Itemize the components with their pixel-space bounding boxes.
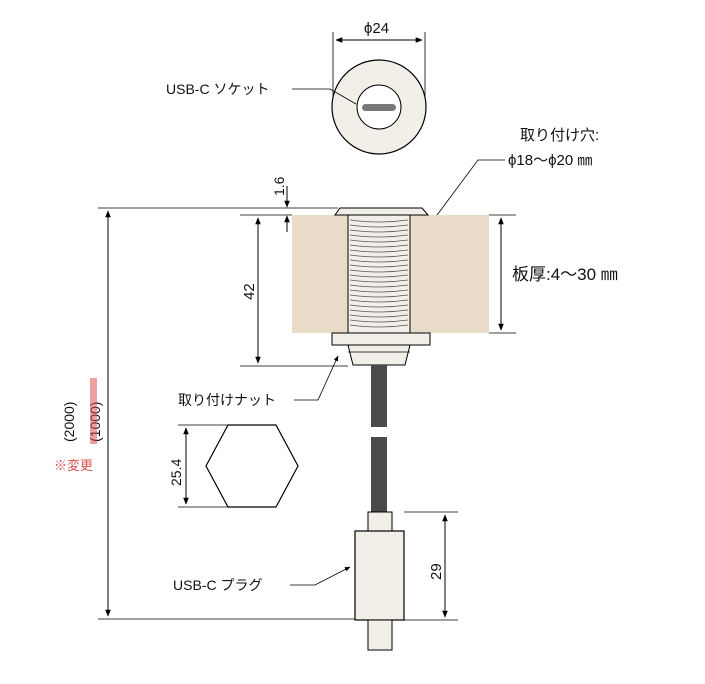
mounting-nut <box>331 332 431 346</box>
panel-section <box>292 207 489 366</box>
thread-ridge <box>349 259 409 263</box>
diameter-24-label: ϕ24 <box>364 20 389 37</box>
thread-ridge <box>349 314 409 318</box>
plug-strain-relief <box>367 511 393 533</box>
mount-hole-title: 取り付け穴: <box>520 127 599 144</box>
mount-hole-note: 取り付け穴: ϕ18〜ϕ20 ㎜ <box>413 127 599 247</box>
thread-ridge <box>349 229 409 233</box>
thread-ridge <box>349 269 409 273</box>
thread-ridge <box>349 249 409 253</box>
cable-lower <box>371 437 387 513</box>
threaded-barrel <box>347 214 411 334</box>
mount-hole-range: ϕ18〜ϕ20 ㎜ <box>508 152 592 169</box>
board-thickness-label: 板厚:4〜30 ㎜ <box>512 265 618 284</box>
thread-ridge <box>349 304 409 308</box>
plug-leader-line <box>290 566 351 586</box>
hex-size-label: 25.4 <box>168 459 184 486</box>
total-length-old: (2000) <box>61 402 77 442</box>
thread-ridge <box>349 264 409 268</box>
cable-upper <box>371 365 387 427</box>
plug-length-label: 29 <box>428 563 445 580</box>
total-length-dimension: (2000) (1000) ※変更 <box>54 210 355 620</box>
plug-connector-tip <box>367 619 393 651</box>
thread-ridge <box>349 289 409 293</box>
thread-ridge <box>349 224 409 228</box>
thread-ridge <box>349 319 409 323</box>
thread-ridge <box>349 244 409 248</box>
socket-leader-line <box>292 88 357 105</box>
thread-length-dimension: 42 <box>240 217 348 367</box>
cable <box>371 365 387 513</box>
nut-label: 取り付けナット <box>178 392 276 408</box>
board-thickness-dimension: 板厚:4〜30 ㎜ <box>489 214 618 334</box>
hex-nut-outline <box>205 424 299 508</box>
change-highlight-mark <box>90 378 97 444</box>
thread-ridge <box>349 284 409 288</box>
plug-label: USB-C プラグ <box>173 577 262 593</box>
thread-ridge <box>349 299 409 303</box>
usb-c-socket-label: USB-C ソケット <box>166 81 269 97</box>
thread-ridge <box>349 324 409 328</box>
thread-ridge <box>349 254 409 258</box>
usb-c-port <box>362 104 396 111</box>
thread-length-label: 42 <box>241 283 258 300</box>
hex-nut-view: 25.4 <box>168 424 299 508</box>
thread-ridge <box>349 239 409 243</box>
nut-lower-body <box>347 344 411 366</box>
nut-leader-line <box>294 355 339 401</box>
usb-c-plug <box>354 511 405 651</box>
change-note: ※変更 <box>54 458 93 473</box>
thread-ridge <box>349 219 409 223</box>
thread-ridge <box>349 279 409 283</box>
plug-housing <box>354 530 405 621</box>
thread-ridge <box>349 309 409 313</box>
plug-length-dimension: 29 <box>404 511 458 621</box>
top-view: ϕ24 USB-C ソケット <box>166 20 427 155</box>
flange-thickness-dimension: 1.6 <box>98 176 338 232</box>
thread-ridge <box>349 274 409 278</box>
thread-ridge <box>349 234 409 238</box>
thread-ridge <box>349 294 409 298</box>
flange-thickness-label: 1.6 <box>271 176 287 196</box>
socket-flange <box>334 207 430 216</box>
barrel-threads <box>349 219 409 328</box>
